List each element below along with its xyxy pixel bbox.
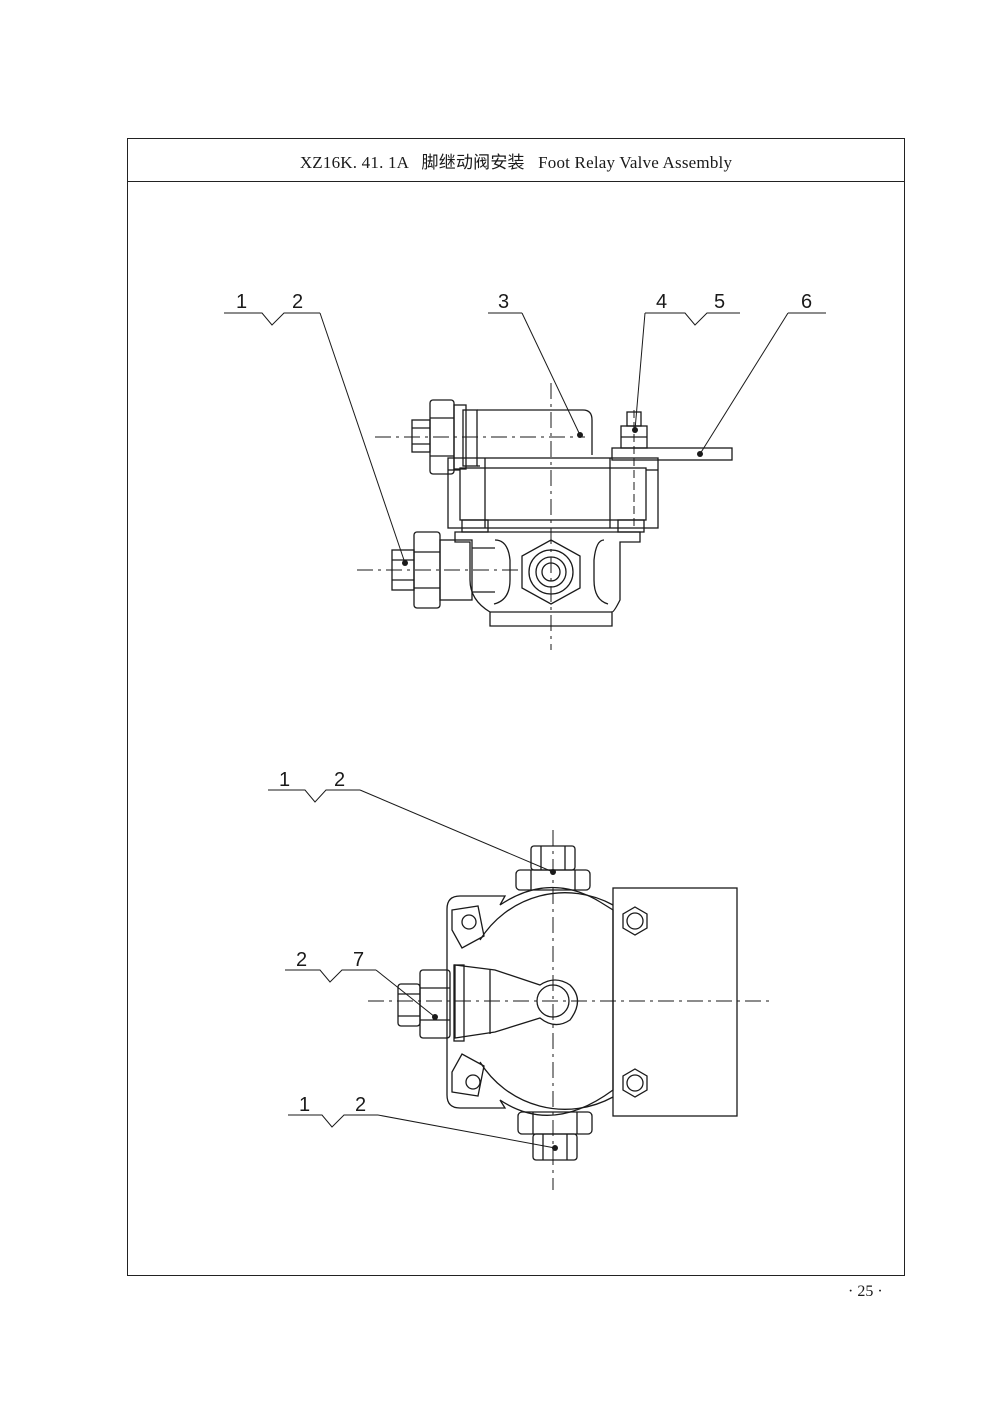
title-block: XZ16K. 41. 1A 脚继动阀安装 Foot Relay Valve As… [128,139,904,182]
callout-leaders-bottom [268,789,556,1149]
callout-1-upper: 1 [279,769,290,791]
callout-3-top: 3 [498,291,509,313]
callout-4-top: 4 [656,291,667,313]
callout-2-upper: 2 [334,769,345,791]
callout-7-middle: 7 [353,949,364,971]
callout-1-lower: 1 [299,1094,310,1116]
drawing-title: XZ16K. 41. 1A 脚继动阀安装 Foot Relay Valve As… [299,152,733,172]
valve-plan-view [368,830,772,1190]
callout-2-top: 2 [292,291,303,313]
valve-side-view [357,383,733,650]
callout-2-lower: 2 [355,1094,366,1116]
callout-6-top: 6 [801,291,812,313]
callout-leaders-top [224,312,826,564]
callout-1-top: 1 [236,291,247,313]
drawing-frame: XZ16K. 41. 1A 脚继动阀安装 Foot Relay Valve As… [127,138,905,1276]
page-number: · 25 · [848,1283,883,1300]
callout-5-top: 5 [714,291,725,313]
callout-2-middle: 2 [296,949,307,971]
